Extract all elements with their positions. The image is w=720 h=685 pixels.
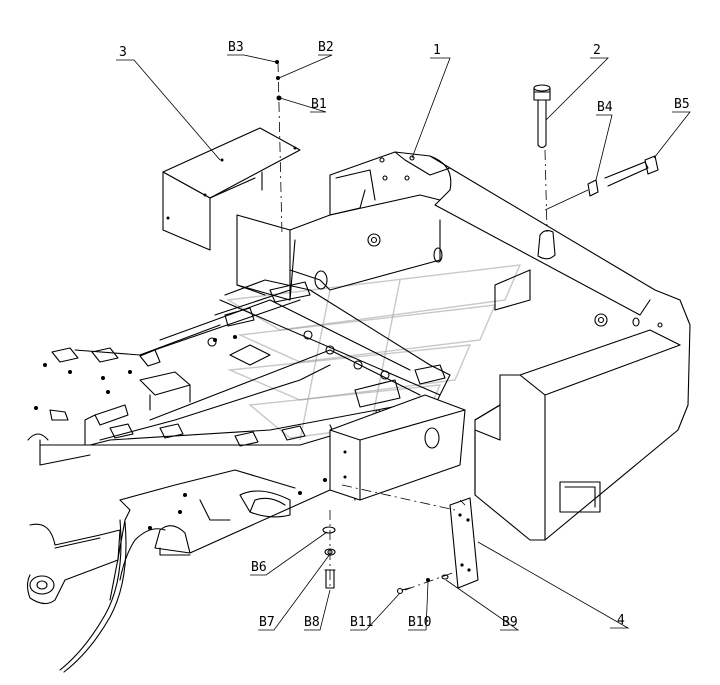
callout-b3: B3 [228,40,244,55]
hardware-b9-b11 [396,571,456,595]
callout-b6: B6 [251,560,267,575]
small-brackets [27,281,446,530]
callout-b7: B7 [259,615,275,630]
lift-hook [26,523,121,605]
callout-b9: B9 [502,615,518,630]
callout-b2: B2 [318,40,334,55]
lower-platform [39,279,451,601]
leader-lines [116,54,691,631]
hardware-b6-b8 [322,510,336,590]
part-2-grease-cylinder [533,84,551,149]
callout-4: 4 [617,613,625,628]
cable [59,519,166,673]
callout-b10: B10 [408,615,431,630]
callout-b4: B4 [597,100,613,115]
callout-b11: B11 [350,615,373,630]
hardware-b4-b5 [544,155,659,211]
callout-b5: B5 [674,97,690,112]
callout-3: 3 [119,45,127,60]
callout-2: 2 [593,43,601,58]
hardware-b1-b3 [275,60,283,236]
watermark-logo [225,264,522,441]
assembly-centre-lines [341,149,548,511]
part-3-cover [162,127,301,251]
callout-b8: B8 [304,615,320,630]
part-1-frame [236,151,691,541]
callout-b1: B1 [311,97,327,112]
part-4-plate [449,497,479,589]
callout-1: 1 [433,43,441,58]
side-box [329,394,466,501]
callout-labels: 3 1 2 B3 B2 B1 B4 B5 B6 B7 B8 B11 B10 B9… [119,40,690,630]
